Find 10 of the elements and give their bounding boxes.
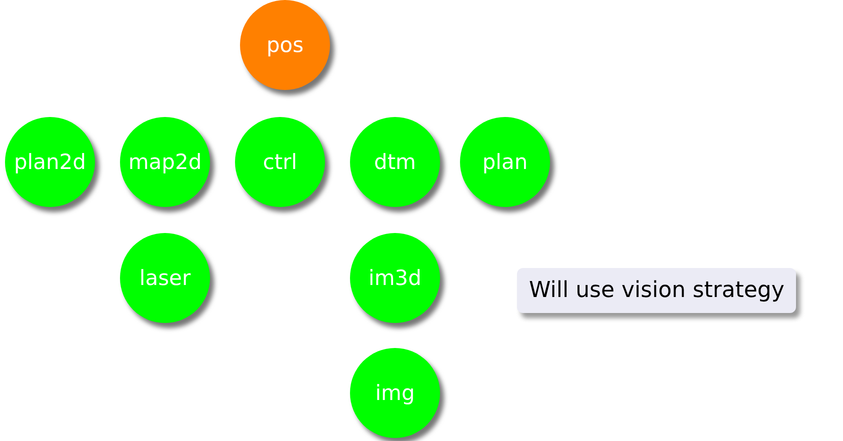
node-circle: img xyxy=(350,348,440,438)
node-circle: pos xyxy=(240,0,330,90)
node-circle: dtm xyxy=(350,117,440,207)
note-box: Will use vision strategy xyxy=(517,268,796,313)
node-circle: laser xyxy=(120,233,210,323)
node-circle: plan2d xyxy=(5,117,95,207)
node-circle: im3d xyxy=(350,233,440,323)
node-circle: plan xyxy=(460,117,550,207)
node-circle: ctrl xyxy=(235,117,325,207)
node-circle: map2d xyxy=(120,117,210,207)
